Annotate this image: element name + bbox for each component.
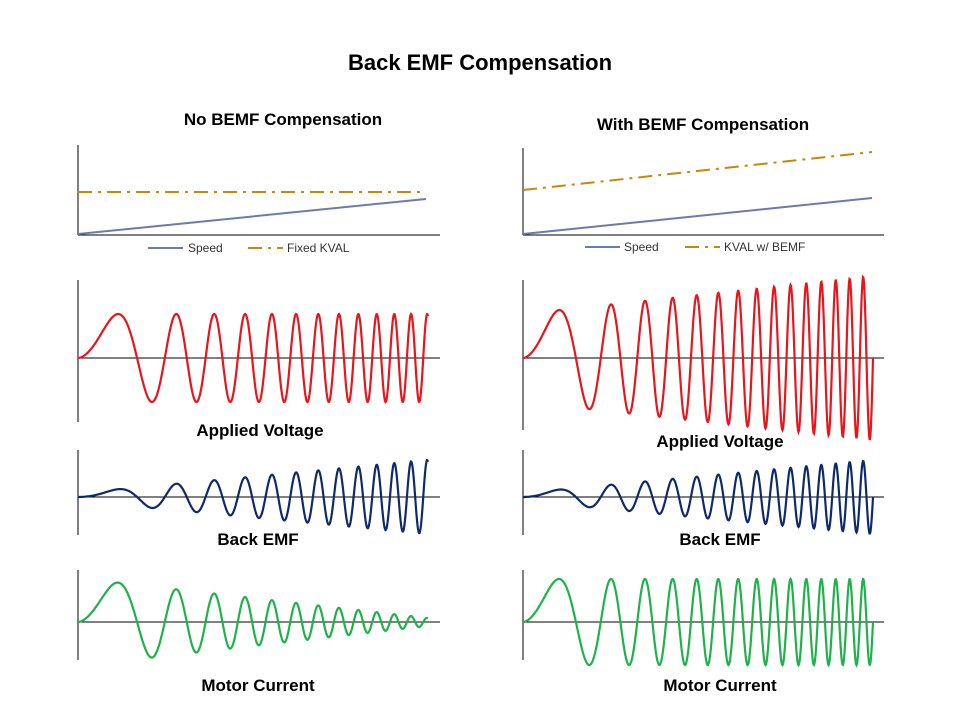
speed-line bbox=[77, 198, 427, 235]
left-kval-chart: Speed Fixed KVAL bbox=[77, 145, 440, 255]
main-title: Back EMF Compensation bbox=[348, 50, 612, 75]
legend-kval: Fixed KVAL bbox=[287, 241, 350, 255]
legend-speed: Speed bbox=[624, 240, 659, 254]
left-heading: No BEMF Compensation bbox=[184, 110, 382, 129]
right-back-emf-wave bbox=[523, 459, 875, 535]
kval-bemf-line bbox=[522, 151, 873, 191]
left-current-label: Motor Current bbox=[201, 676, 315, 695]
right-motor-current-wave bbox=[523, 577, 875, 668]
right-current-label: Motor Current bbox=[663, 676, 777, 695]
right-kval-chart: Speed KVAL w/ BEMF bbox=[522, 148, 884, 254]
left-voltage-label: Applied Voltage bbox=[196, 421, 323, 440]
left-applied-voltage-wave bbox=[78, 312, 430, 404]
legend-speed: Speed bbox=[188, 241, 223, 255]
left-motor-current-wave bbox=[78, 581, 429, 659]
right-column: With BEMF Compensation Speed KVAL w/ BEM… bbox=[522, 115, 884, 695]
right-voltage-label: Applied Voltage bbox=[656, 432, 783, 451]
legend-kval: KVAL w/ BEMF bbox=[724, 240, 805, 254]
left-back-emf-wave bbox=[78, 458, 430, 535]
right-bemf-label: Back EMF bbox=[679, 530, 760, 549]
right-applied-voltage-wave bbox=[523, 274, 875, 441]
left-bemf-label: Back EMF bbox=[217, 530, 298, 549]
speed-line bbox=[522, 197, 873, 235]
right-heading: With BEMF Compensation bbox=[597, 115, 809, 134]
left-column: No BEMF Compensation Speed Fixed KVAL Ap… bbox=[77, 110, 440, 695]
